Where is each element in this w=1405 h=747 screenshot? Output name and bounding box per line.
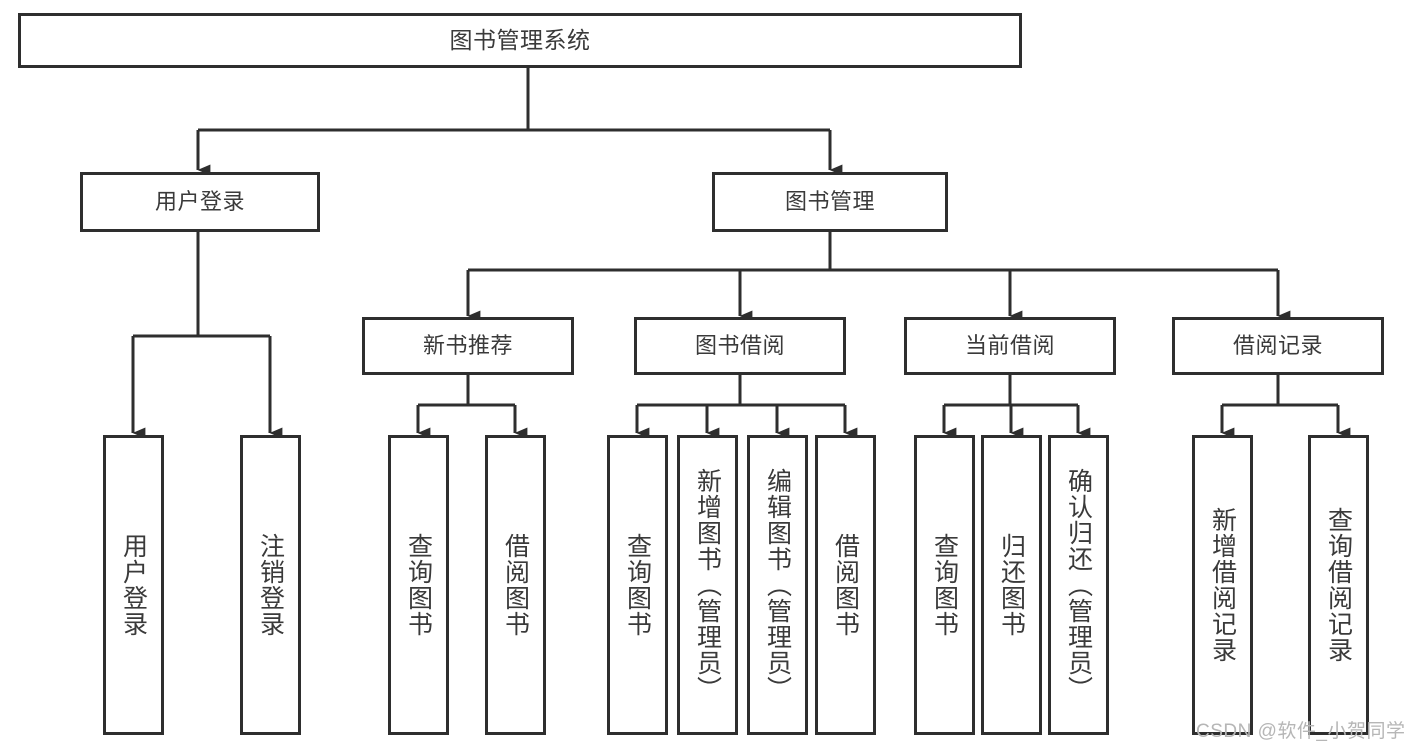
watermark-text: CSDN @软件_小贺同学 (1196, 721, 1405, 742)
leaf-return-book[interactable]: 归还图书 (981, 435, 1042, 735)
node-root-system[interactable]: 图书管理系统 (18, 13, 1022, 68)
node-label: 查询图书 (623, 533, 652, 637)
leaf-add-book-admin[interactable]: 新增图书（管理员） (677, 435, 738, 735)
leaf-query-borrow-record[interactable]: 查询借阅记录 (1308, 435, 1369, 735)
node-label: 图书借阅 (694, 333, 785, 359)
leaf-logout[interactable]: 注销登录 (240, 435, 301, 735)
leaf-edit-book-admin[interactable]: 编辑图书（管理员） (747, 435, 808, 735)
node-label: 图书管理系统 (449, 27, 591, 54)
leaf-query-book-current[interactable]: 查询图书 (914, 435, 975, 735)
node-new-book-recommend[interactable]: 新书推荐 (362, 317, 574, 375)
node-label: 用户登录 (119, 533, 148, 637)
node-label: 确认归还（管理员） (1064, 468, 1093, 702)
node-label: 新书推荐 (422, 333, 513, 359)
leaf-add-borrow-record[interactable]: 新增借阅记录 (1192, 435, 1253, 735)
node-label: 编辑图书（管理员） (763, 468, 792, 702)
node-borrow-record[interactable]: 借阅记录 (1172, 317, 1384, 375)
node-current-borrow[interactable]: 当前借阅 (904, 317, 1116, 375)
node-label: 用户登录 (154, 189, 245, 215)
node-label: 查询图书 (404, 533, 433, 637)
leaf-borrow-book-recommend[interactable]: 借阅图书 (485, 435, 546, 735)
node-label: 借阅图书 (831, 533, 860, 637)
node-label: 借阅图书 (501, 533, 530, 637)
leaf-query-book-borrow[interactable]: 查询图书 (607, 435, 668, 735)
node-label: 查询图书 (930, 533, 959, 637)
node-label: 归还图书 (997, 533, 1026, 637)
leaf-borrow-book[interactable]: 借阅图书 (815, 435, 876, 735)
node-label: 借阅记录 (1232, 333, 1323, 359)
node-user-login[interactable]: 用户登录 (80, 172, 320, 232)
node-book-borrow[interactable]: 图书借阅 (634, 317, 846, 375)
node-label: 新增借阅记录 (1208, 507, 1237, 663)
leaf-query-book-recommend[interactable]: 查询图书 (388, 435, 449, 735)
node-label: 当前借阅 (964, 333, 1055, 359)
node-label: 查询借阅记录 (1324, 507, 1353, 663)
node-book-management[interactable]: 图书管理 (712, 172, 948, 232)
node-label: 新增图书（管理员） (693, 468, 722, 702)
node-label: 注销登录 (256, 533, 285, 637)
node-label: 图书管理 (784, 189, 875, 215)
leaf-user-login[interactable]: 用户登录 (103, 435, 164, 735)
leaf-confirm-return-admin[interactable]: 确认归还（管理员） (1048, 435, 1109, 735)
